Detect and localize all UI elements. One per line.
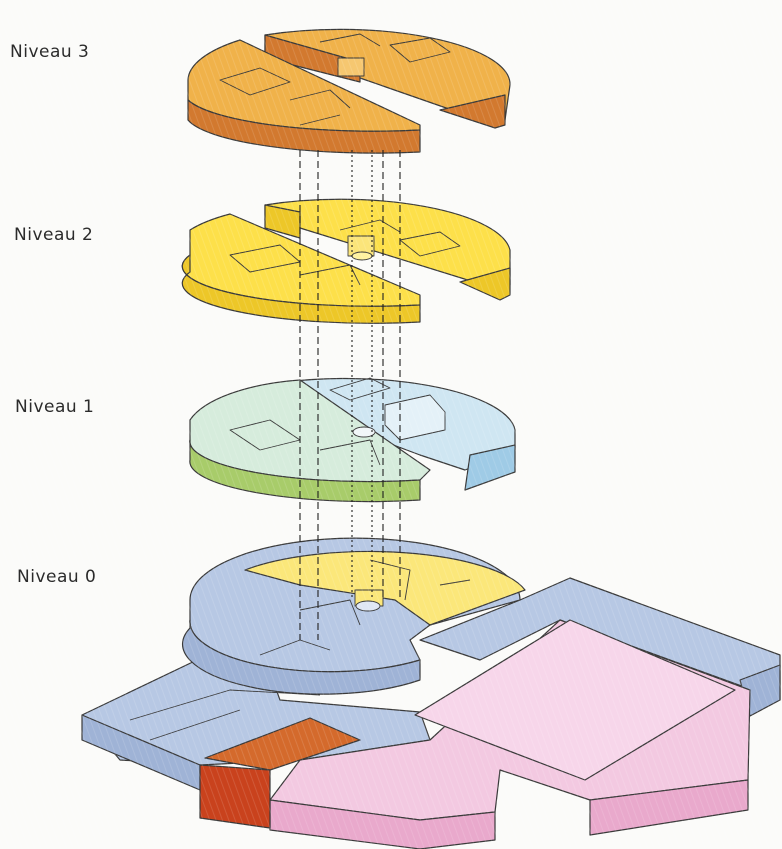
level-2-label: Niveau 2 (14, 225, 94, 245)
vertical-alignment-lines (299, 150, 401, 640)
level-3-floor (187, 28, 511, 154)
dotted-core-lines (351, 150, 373, 600)
level-1-label: Niveau 1 (15, 397, 95, 417)
level-3-label: Niveau 3 (10, 42, 90, 62)
level-2-floor (181, 198, 511, 324)
level-0-orange-block-front (199, 764, 271, 829)
level-0-floor (81, 537, 781, 849)
level-0-label: Niveau 0 (17, 567, 97, 587)
dashed-shaft-lines (299, 150, 401, 640)
